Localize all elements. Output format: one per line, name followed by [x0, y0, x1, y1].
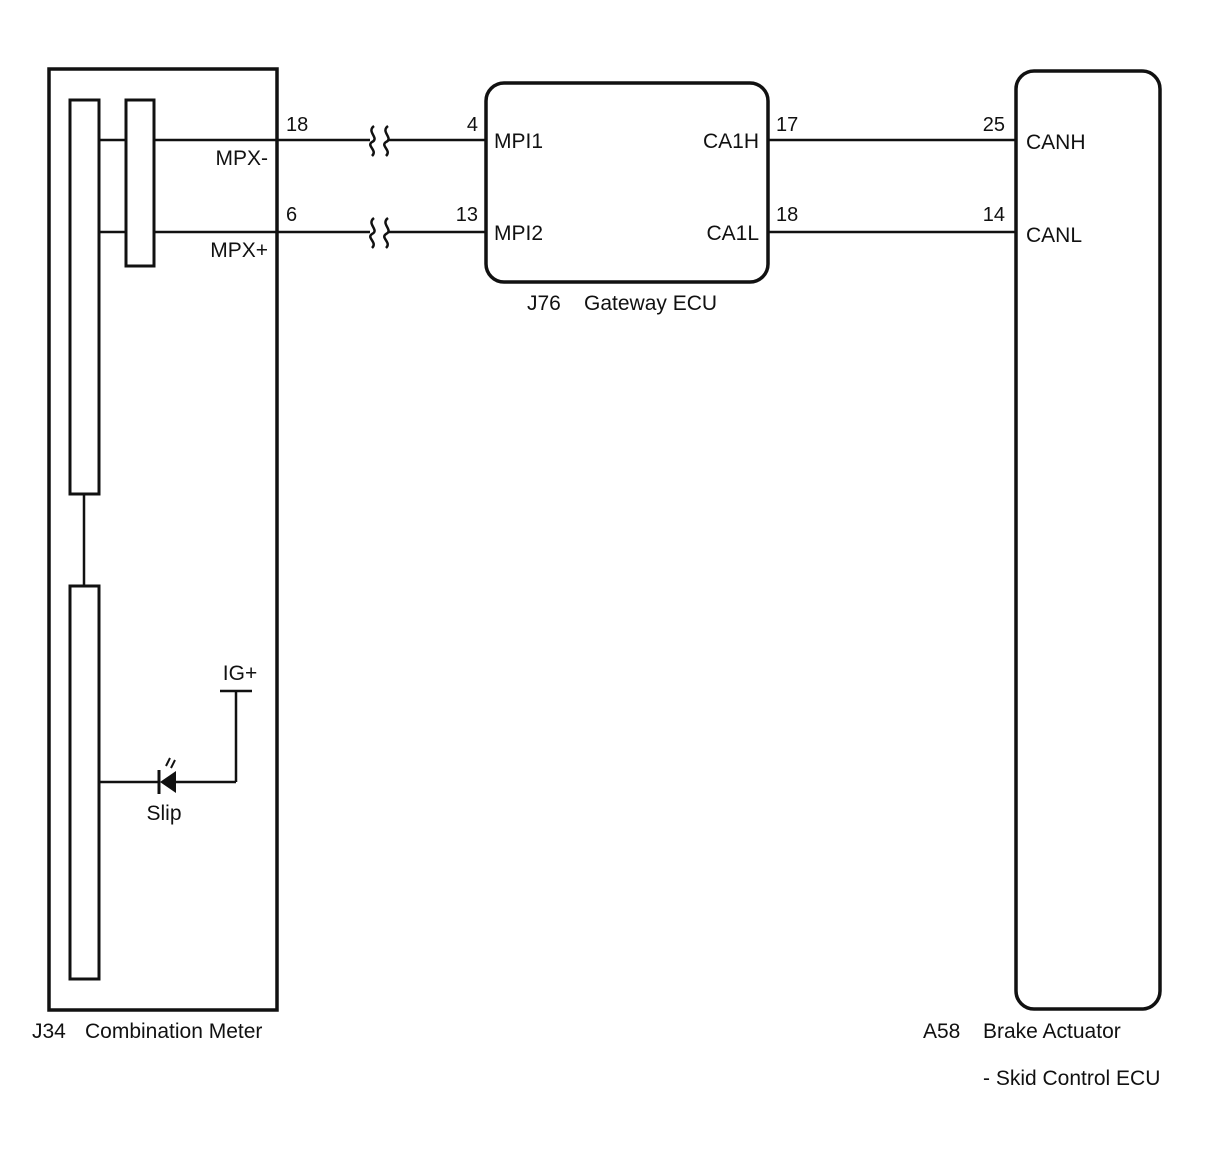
pin-j34-6: 6 — [286, 204, 297, 226]
pin-j76-17: 17 — [776, 114, 798, 136]
brake-actuator-code: A58 — [923, 1020, 960, 1043]
pin-a58-25: 25 — [983, 114, 1005, 136]
terminal-label-ca1h: CA1H — [703, 130, 759, 153]
brake-actuator-outline — [1014, 69, 1162, 1011]
combination-meter-name: Combination Meter — [85, 1020, 262, 1043]
mpx-wires: 18 6 4 13 — [277, 114, 486, 249]
combination-meter-code: J34 — [32, 1020, 66, 1043]
meter-interface-block — [124, 98, 156, 268]
gateway-ecu-outline — [484, 81, 770, 284]
slip-indicator-circuit: IG+ Slip — [99, 662, 257, 825]
pin-j76-4: 4 — [467, 114, 478, 136]
gateway-ecu-code: J76 — [527, 292, 561, 315]
meter-internal-block-upper — [68, 98, 101, 496]
terminal-label-mpx-minus: MPX- — [216, 147, 269, 170]
pin-a58-14: 14 — [983, 204, 1005, 226]
brake-actuator-subtitle: - Skid Control ECU — [983, 1067, 1160, 1090]
gateway-ecu: MPI1 MPI2 CA1H CA1L J76 Gateway ECU — [484, 81, 770, 315]
terminal-label-ca1l: CA1L — [706, 222, 759, 245]
led-icon — [157, 757, 176, 794]
combination-meter: MPX- MPX+ IG+ Slip J34 Combination Meter — [32, 67, 279, 1043]
pin-j76-13: 13 — [456, 204, 478, 226]
wire-break-icon — [369, 217, 390, 249]
brake-actuator: CANH CANL A58 Brake Actuator - Skid Cont… — [923, 69, 1162, 1090]
ig-plus-label: IG+ — [223, 662, 257, 685]
slip-label: Slip — [146, 802, 181, 825]
pin-j34-18: 18 — [286, 114, 308, 136]
terminal-label-canl: CANL — [1026, 224, 1082, 247]
pin-j76-18: 18 — [776, 204, 798, 226]
gateway-ecu-name: Gateway ECU — [584, 292, 717, 315]
terminal-label-mpi2: MPI2 — [494, 222, 543, 245]
can-wires: 17 18 25 14 — [768, 114, 1016, 234]
combination-meter-outline — [47, 67, 279, 1012]
terminal-label-canh: CANH — [1026, 131, 1086, 154]
terminal-label-mpx-plus: MPX+ — [210, 239, 268, 262]
meter-internal-block-lower — [68, 584, 101, 981]
brake-actuator-name: Brake Actuator — [983, 1020, 1121, 1043]
terminal-label-mpi1: MPI1 — [494, 130, 543, 153]
wire-break-icon — [369, 125, 390, 157]
